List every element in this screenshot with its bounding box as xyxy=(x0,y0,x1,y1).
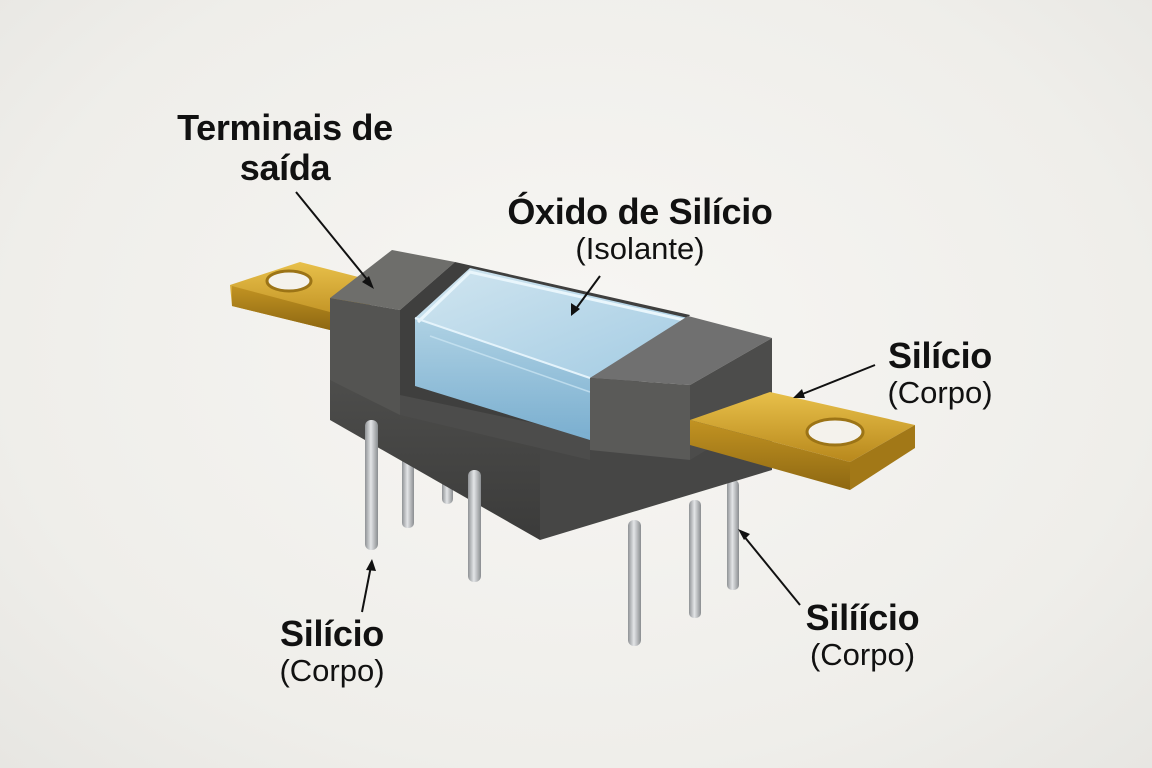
label-silicon-bottom-right-title: Silíício xyxy=(805,597,920,638)
label-oxide: Óxido de Silício (Isolante) xyxy=(470,191,810,267)
label-output-terminals-line2: saída xyxy=(239,147,331,189)
oxide-insulator-block xyxy=(414,268,688,440)
label-silicon-right-title: Silício xyxy=(888,335,992,376)
right-output-terminal xyxy=(690,392,915,490)
label-silicon-right-sub: (Corpo) xyxy=(887,375,993,411)
label-output-terminals-line1: Terminais de xyxy=(177,107,393,148)
label-silicon-right: Silício (Corpo) xyxy=(870,335,1010,411)
label-silicon-bottom-right-sub: (Corpo) xyxy=(809,637,916,673)
label-silicon-bottom-left-title: Silício xyxy=(280,613,384,654)
pins-front xyxy=(365,420,641,646)
label-silicon-bottom-left: Silício (Corpo) xyxy=(262,613,402,689)
label-oxide-sub: (Isolante) xyxy=(575,231,705,267)
label-silicon-bottom-right: Silíício (Corpo) xyxy=(790,597,935,673)
label-silicon-bottom-left-sub: (Corpo) xyxy=(279,653,385,689)
label-output-terminals: Terminais de saída xyxy=(150,107,420,189)
leader-arrows xyxy=(295,191,876,613)
label-oxide-title: Óxido de Silício xyxy=(507,191,773,232)
